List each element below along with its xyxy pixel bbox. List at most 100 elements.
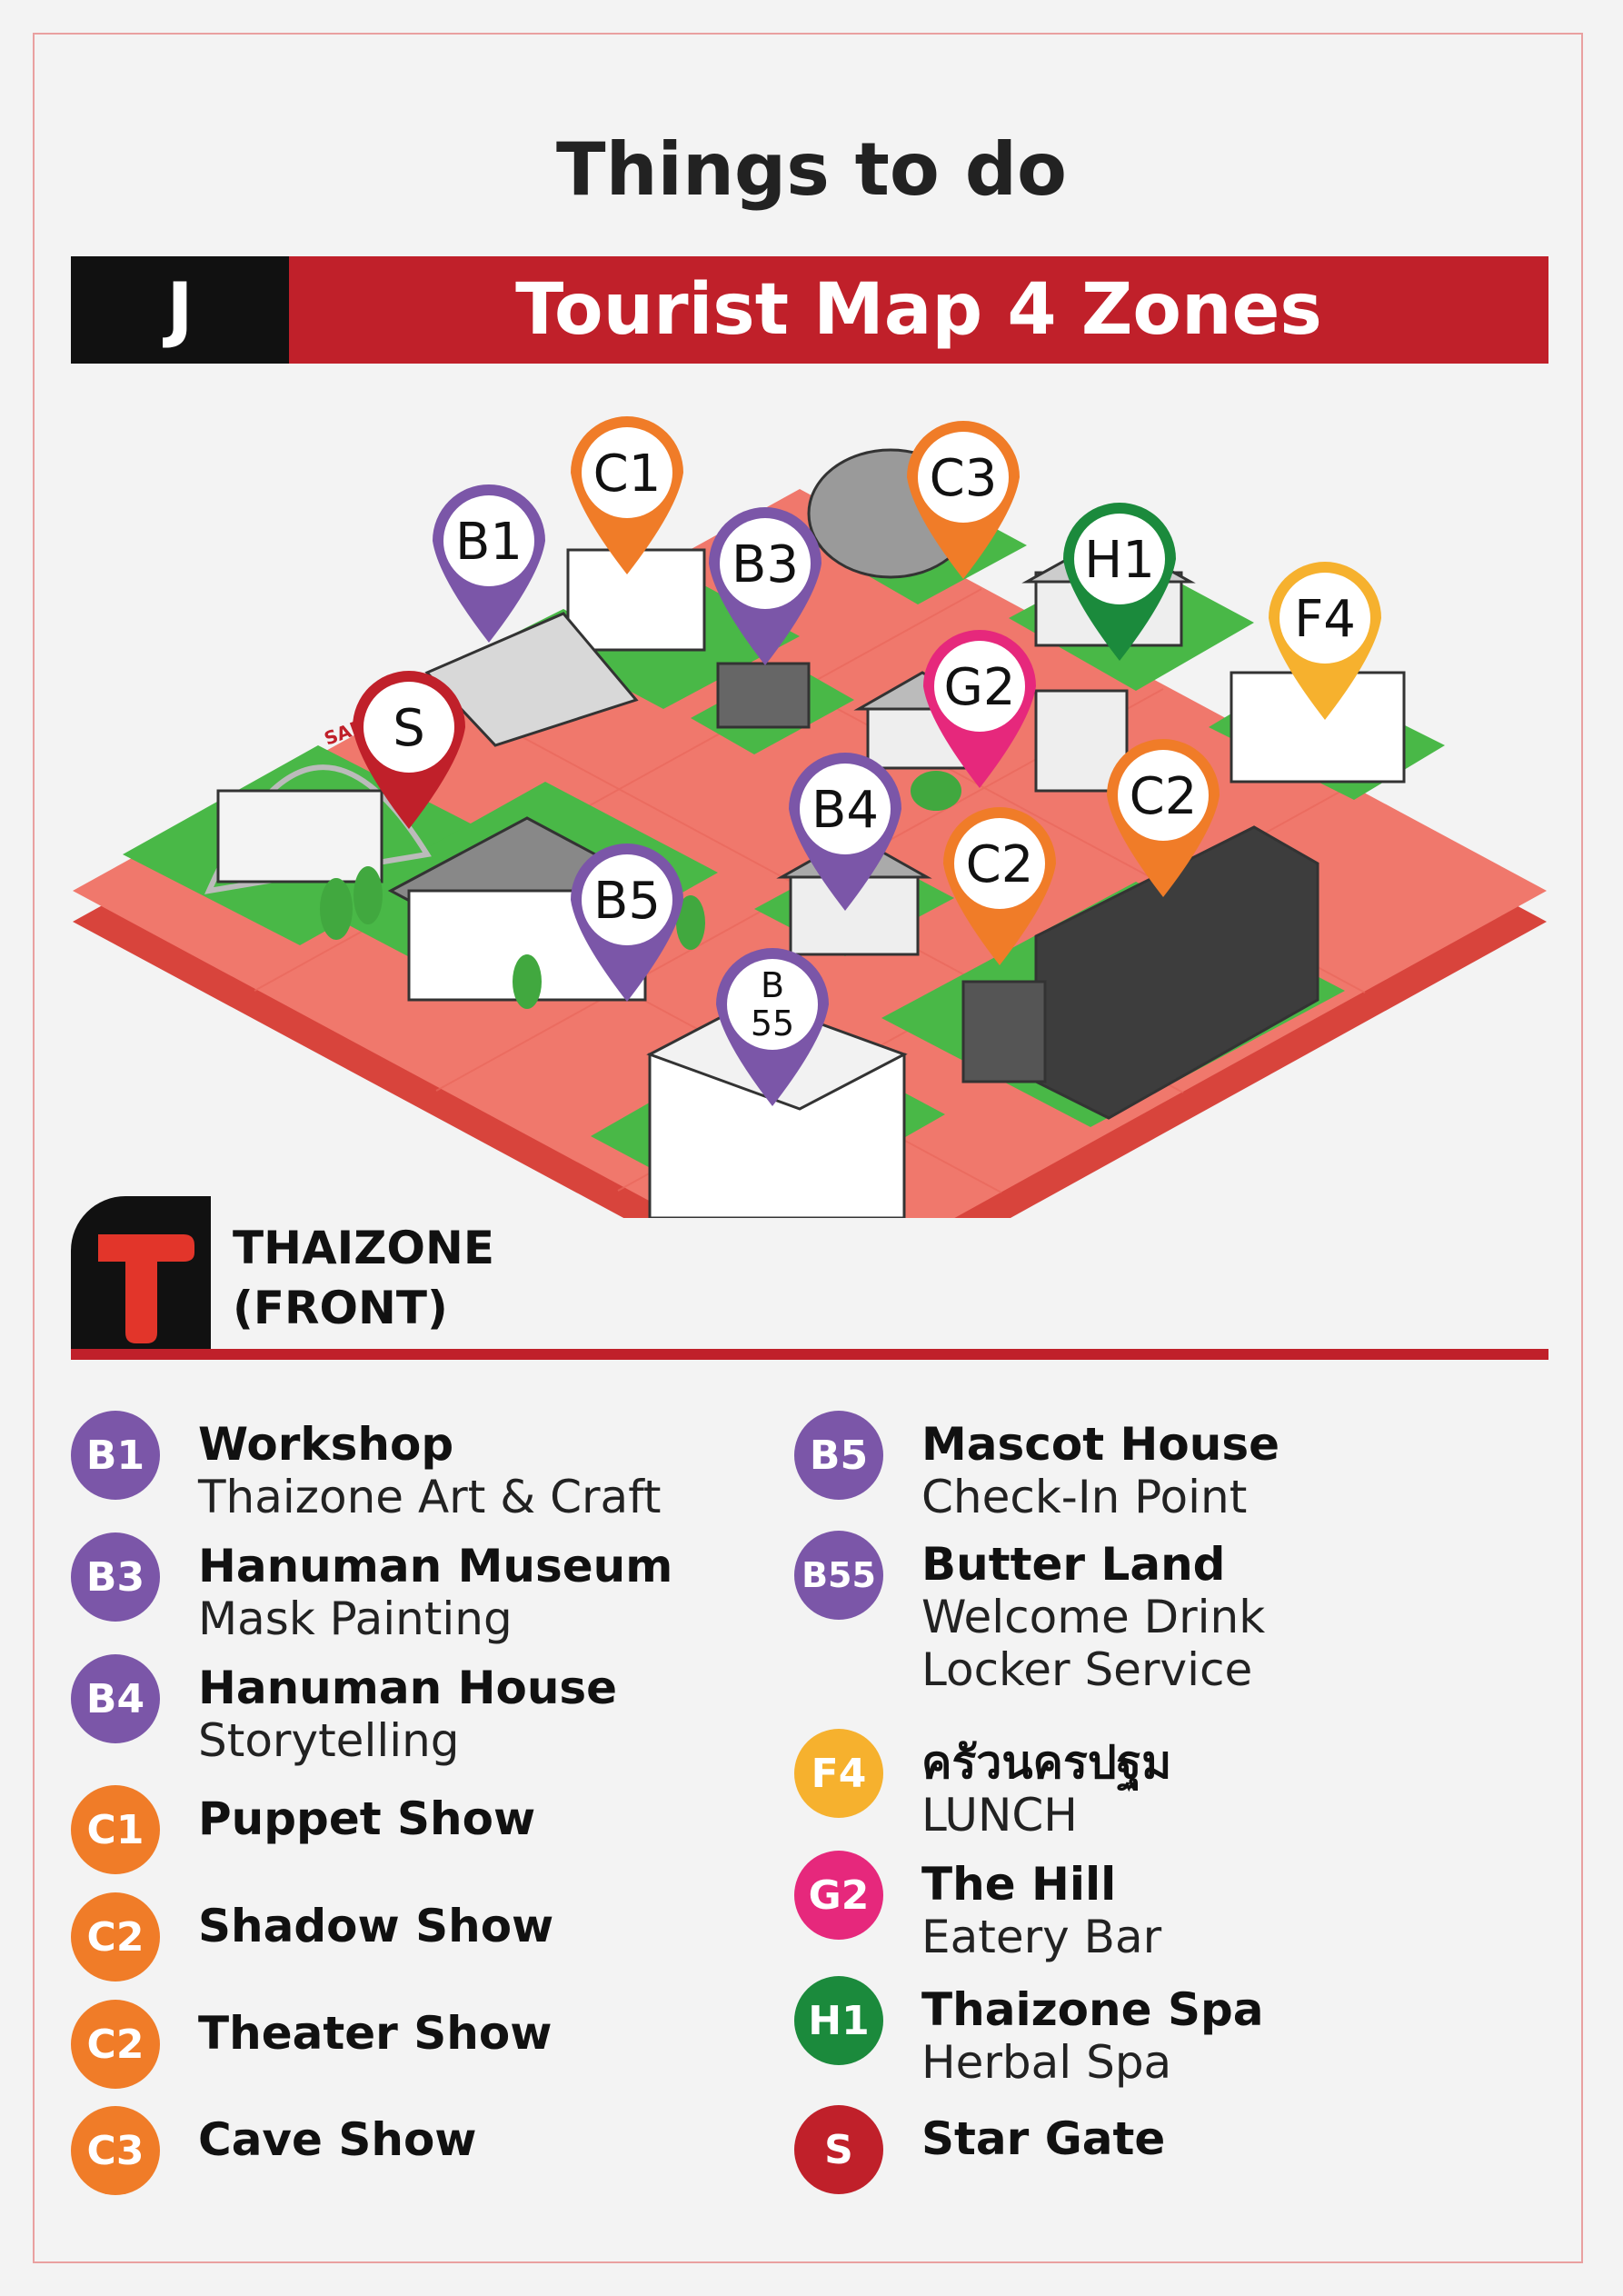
legend-badge: C3 [71,2106,160,2195]
legend-badge: S [794,2105,883,2194]
legend-text: Puppet Show [198,1792,535,1845]
legend-description: Storytelling [198,1714,460,1767]
map-pin-f4[interactable]: F4 [1269,562,1381,720]
legend-badge: C2 [71,2000,160,2089]
map-pin-label: S [393,699,425,758]
map-pin-face [934,641,1025,732]
legend-name: Workshop [198,1418,454,1471]
map-pin-label: 55 [751,1003,794,1043]
legend-text: Cave Show [198,2113,477,2166]
legend-description: Thaizone Art & Craft [198,1471,662,1523]
legend-description: Mask Painting [198,1592,513,1645]
map-pin-face [720,518,811,609]
map-pin-s[interactable]: S [353,671,465,829]
map-pin-face [800,764,891,854]
map-pin-label: B3 [732,535,799,594]
map-pin-c2b[interactable]: C2 [1107,739,1220,897]
map-pin-b3[interactable]: B3 [709,507,821,665]
map-pin-label: B5 [593,872,661,931]
legend-badge: G2 [794,1851,883,1940]
map-pin-label: B1 [455,513,523,572]
legend-badge: C2 [71,1892,160,1982]
legend-name: ครัวนครปฐม [921,1736,1172,1789]
map-pin-c3[interactable]: C3 [907,421,1020,579]
legend-name: Hanuman House [198,1662,618,1714]
map-pin-h1[interactable]: H1 [1063,503,1176,661]
map-pin-label: B [761,965,784,1005]
page-title: Things to do [556,127,1067,212]
legend-text: Theater Show [198,2007,552,2060]
zone-name-line1: THAIZONE [233,1222,495,1274]
legend-name: Mascot House [921,1418,1280,1471]
legend-name: Shadow Show [198,1900,554,1952]
map-pin-face [1074,514,1165,604]
map-pin-b4[interactable]: B4 [789,753,901,911]
legend-name: Star Gate [921,2112,1166,2165]
legend-name: Cave Show [198,2113,477,2166]
map-pin-face [363,682,454,773]
map-pin-face [1118,750,1209,841]
zone-letter: J [71,256,289,364]
zone-name-line2: (FRONT) [233,1282,448,1334]
legend-name: Puppet Show [198,1792,536,1845]
legend-description: Welcome Drink [921,1591,1266,1643]
legend-badge: B4 [71,1654,160,1743]
legend-text: Shadow Show [198,1900,553,1952]
map-pin-b5[interactable]: B5 [571,844,683,1002]
map-pin-b1[interactable]: B1 [433,484,545,643]
legend-badge: B5 [794,1411,883,1500]
map-pin-face [582,427,672,518]
map-pin-g2[interactable]: G2 [923,630,1036,788]
map-pin-label: C1 [593,444,662,504]
map-pin-face [918,432,1009,523]
map-pin-label: G2 [943,658,1015,717]
map-pin-label: F4 [1294,590,1356,649]
zone-title: Tourist Map 4 Zones [289,256,1548,364]
legend-name: Thaizone Spa [921,1983,1264,2036]
page-frame [33,33,1583,2263]
legend-badge: B1 [71,1411,160,1500]
legend-description: Locker Service [921,1643,1253,1696]
zone-name: THAIZONE (FRONT) [233,1218,494,1338]
map-pin-face [954,818,1045,909]
map-pin-label: B4 [812,781,879,840]
map-pin-label: C3 [930,449,998,508]
legend-text: Star Gate [921,2112,1165,2165]
map-pin-label: C2 [1130,767,1198,826]
legend-name: Hanuman Museum [198,1540,673,1592]
thaizone-logo: T [71,1196,211,1356]
map-pin-c2a[interactable]: C2 [943,807,1056,965]
legend-item: C3 Cave Show [71,2106,477,2195]
legend-item: S Star Gate [794,2105,1165,2194]
map-pin-face [727,959,818,1050]
legend-name: Theater Show [198,2007,553,2060]
legend-description: Herbal Spa [921,2036,1172,2089]
map-pin-b55[interactable]: B55 [716,948,829,1106]
legend-badge: B3 [71,1532,160,1622]
legend-description: LUNCH [921,1789,1078,1842]
legend-name: Butter Land [921,1538,1226,1591]
map-pin-c1[interactable]: C1 [571,416,683,574]
legend-item: C2 Shadow Show [71,1892,553,1982]
legend-description: Eatery Bar [921,1911,1162,1963]
thaizone-logo-mark [98,1234,194,1343]
map-pin-face [443,495,534,586]
legend-description: Check-In Point [921,1471,1248,1523]
legend-badge: F4 [794,1729,883,1818]
